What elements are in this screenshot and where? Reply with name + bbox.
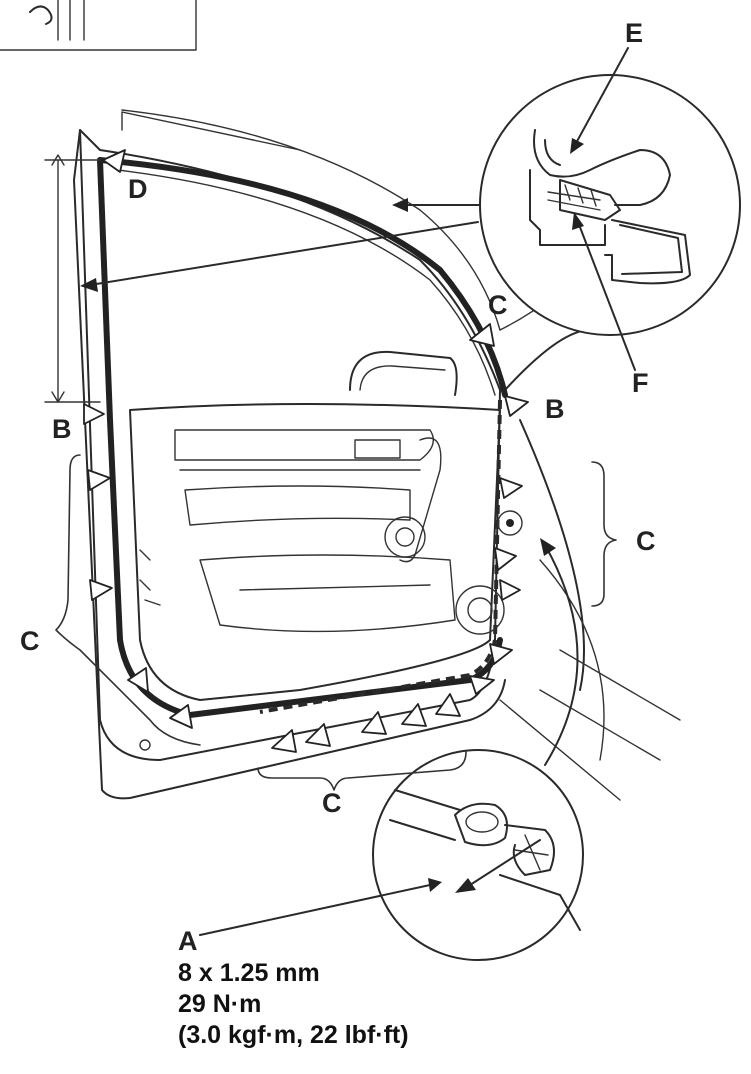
curved-leader-arrow bbox=[497, 510, 579, 766]
clip-marker bbox=[271, 729, 297, 753]
bolt-detail-inset bbox=[199, 749, 584, 961]
torque-spec: 8 x 1.25 mm 29 N·m (3.0 kgf·m, 22 lbf·ft… bbox=[178, 958, 409, 1051]
seal-section-inset bbox=[479, 47, 741, 371]
bolt-size: 8 x 1.25 mm bbox=[178, 959, 320, 987]
clip-marker bbox=[504, 395, 529, 417]
clip-marker bbox=[89, 579, 113, 601]
body-pillar bbox=[121, 109, 681, 801]
callout-b-right: B bbox=[545, 394, 565, 424]
clip-marker bbox=[494, 547, 517, 571]
clip-marker bbox=[169, 704, 193, 729]
callout-c-left: C bbox=[20, 626, 40, 656]
door-trim-panel bbox=[129, 403, 505, 751]
clip-marker bbox=[102, 149, 126, 173]
side-mirror bbox=[349, 350, 458, 396]
callout-a: A bbox=[178, 926, 198, 956]
callout-c-bottom: C bbox=[322, 788, 342, 818]
clip-marker bbox=[499, 477, 523, 499]
callout-c-right: C bbox=[636, 526, 656, 556]
torque-value: 29 N·m bbox=[178, 990, 262, 1018]
window-opening bbox=[117, 169, 496, 396]
clip-marker bbox=[489, 643, 513, 665]
clip-marker bbox=[401, 703, 427, 727]
top-inset-frame bbox=[0, 0, 197, 51]
clip-marker bbox=[305, 723, 331, 747]
callout-c-upper: C bbox=[488, 290, 508, 320]
clip-marker bbox=[499, 579, 521, 601]
clip-markers bbox=[83, 149, 529, 753]
clip-marker bbox=[469, 323, 495, 347]
clip-marker bbox=[435, 693, 461, 717]
callout-e: E bbox=[625, 18, 644, 48]
clip-marker bbox=[87, 469, 111, 491]
clip-marker bbox=[127, 667, 149, 693]
section-leader-arrows bbox=[80, 198, 481, 292]
group-braces bbox=[55, 454, 617, 791]
clip-marker bbox=[361, 711, 387, 735]
callout-b-left: B bbox=[52, 414, 72, 444]
dimension-lines bbox=[44, 154, 101, 403]
clip-marker bbox=[469, 675, 495, 695]
callout-f: F bbox=[632, 368, 649, 398]
callout-d: D bbox=[128, 174, 148, 204]
torque-alternate-units: (3.0 kgf·m, 22 lbf·ft) bbox=[178, 1021, 409, 1049]
clip-marker bbox=[83, 403, 105, 425]
